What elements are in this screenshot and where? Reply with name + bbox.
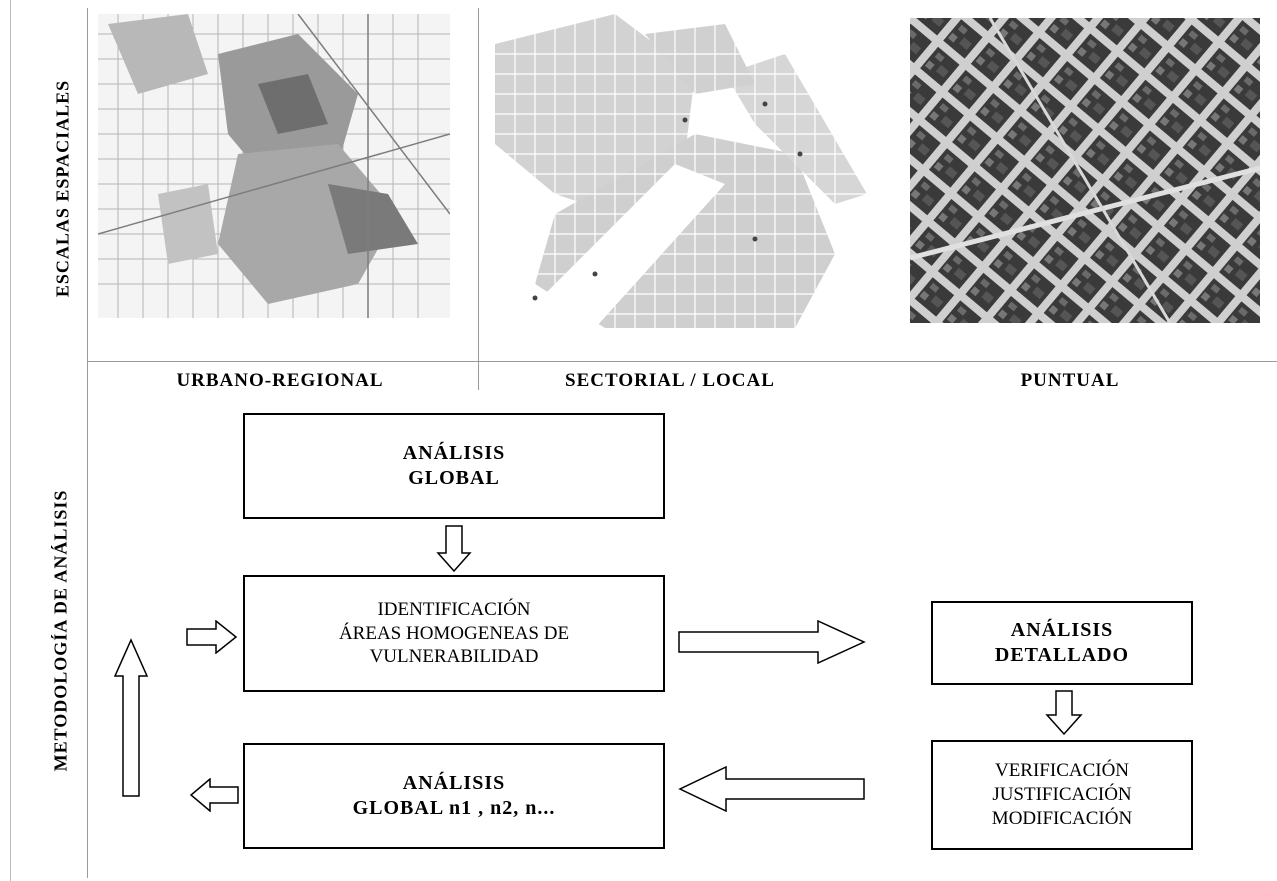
box-analisis-global-n: ANÁLISIS GLOBAL n1 , n2, n... [243,743,665,849]
box-identificacion: IDENTIFICACIÓN ÁREAS HOMOGENEAS DE VULNE… [243,575,665,692]
side-label-analysis-methodology: METODOLOGÍA DE ANÁLISIS [50,489,71,772]
box-analisis-global-n-line1: ANÁLISIS [402,772,506,794]
box-identificacion-line3: VULNERABILIDAD [369,646,539,668]
box-verificacion: VERIFICACIÓN JUSTIFICACIÓN MODIFICACIÓN [931,740,1193,850]
divider-vertical [87,8,88,878]
box-analisis-global: ANÁLISIS GLOBAL [243,413,665,519]
divider-horizontal [87,361,1277,362]
box-verificacion-line2: JUSTIFICACIÓN [992,784,1132,806]
arrow-down-detallado-to-verificacion [1045,690,1083,736]
side-label-spatial-scales: ESCALAS ESPACIALES [52,79,73,298]
map-sectorial-local [495,14,867,328]
arrow-down-global-to-identificacion [436,525,472,573]
arrow-left-verificacion-to-global-n [678,766,865,812]
box-identificacion-line1: IDENTIFICACIÓN [377,598,531,620]
box-analisis-global-line1: ANÁLISIS [402,442,506,464]
box-analisis-global-n-line2: GLOBAL n1 , n2, n... [352,797,556,819]
box-analisis-detallado-line2: DETALLADO [994,644,1130,666]
left-border [10,0,11,881]
arrow-left-out-of-global-n [190,778,239,812]
map-urbano-regional [98,14,450,318]
box-verificacion-line3: MODIFICACIÓN [991,807,1133,829]
arrow-up-feedback-loop [113,638,149,797]
box-identificacion-line2: ÁREAS HOMOGENEAS DE [338,622,570,644]
box-analisis-detallado: ANÁLISIS DETALLADO [931,601,1193,685]
arrow-right-into-identificacion [186,620,238,654]
arrow-right-identificacion-to-detallado [678,620,866,664]
scale-label-puntual: PUNTUAL [1020,370,1120,391]
scale-label-sectorial-local: SECTORIAL / LOCAL [565,370,775,391]
divider-scales [478,8,479,390]
map-puntual [910,18,1260,323]
box-verificacion-line1: VERIFICACIÓN [994,760,1130,782]
box-analisis-detallado-line1: ANÁLISIS [1010,619,1114,641]
box-analisis-global-line2: GLOBAL [408,467,500,489]
scale-label-urbano-regional: URBANO-REGIONAL [176,370,384,391]
